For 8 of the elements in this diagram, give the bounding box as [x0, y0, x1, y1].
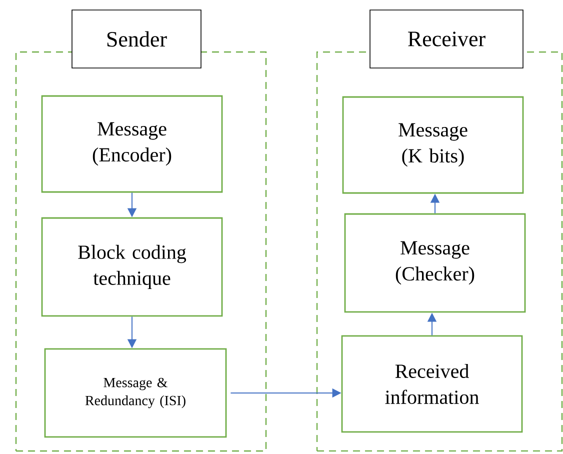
process-box: Message (K bits)	[342, 96, 524, 194]
process-box: Message & Redundancy (ISI)	[44, 348, 227, 438]
process-box: Message (Checker)	[344, 213, 526, 313]
process-box: Message (Encoder)	[41, 95, 223, 193]
process-box: Block coding technique	[41, 217, 223, 317]
node-label: Receiver	[408, 32, 486, 46]
node-label: Sender	[107, 31, 167, 47]
process-box: Received information	[341, 335, 523, 433]
